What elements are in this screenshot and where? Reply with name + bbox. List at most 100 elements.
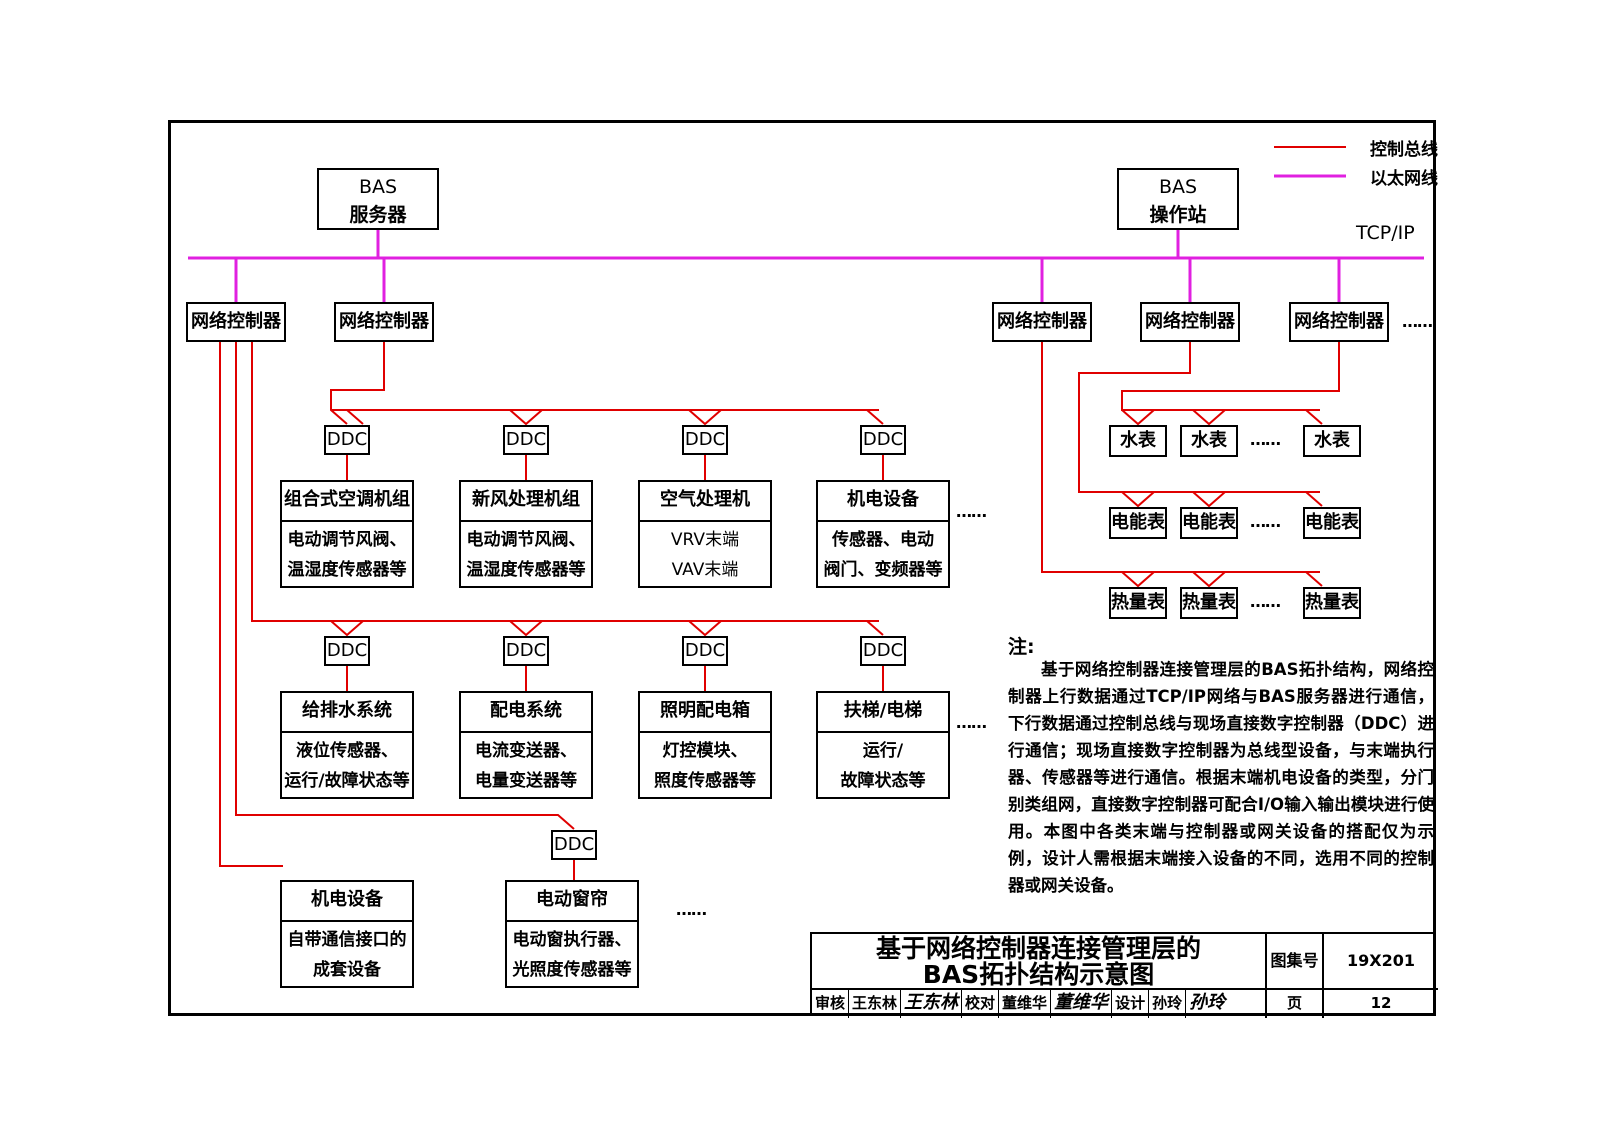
equipment-title: 组合式空调机组 xyxy=(282,482,412,522)
equipment-desc-1: 液位传感器、 xyxy=(296,741,398,761)
equipment-desc-1: 灯控模块、 xyxy=(662,741,748,761)
equipment-integrated: 机电设备 自带通信接口的成套设备 xyxy=(280,880,414,988)
ddc-row1-3: DDC xyxy=(682,425,728,455)
row2-ddc2-tap xyxy=(509,620,543,637)
equipment-desc-2: 照度传感器等 xyxy=(654,771,756,791)
bas-workstation-line1: BAS xyxy=(1158,176,1198,198)
ddc-row1-4: DDC xyxy=(860,425,906,455)
water-tap2 xyxy=(1192,409,1226,426)
power-tap2 xyxy=(1192,491,1226,508)
equipment-lighting-panel: 照明配电箱 灯控模块、照度传感器等 xyxy=(638,691,772,799)
nc2-bus-drop xyxy=(330,342,385,425)
designer-signature: 孙玲 xyxy=(1189,992,1226,1013)
drawing-frame xyxy=(168,120,1436,1016)
power-meter-bus xyxy=(1078,342,1320,493)
water-meter-2: 水表 xyxy=(1180,425,1238,457)
row1-ddc4-tap xyxy=(866,409,884,425)
checker-name: 董维华 xyxy=(1002,994,1048,1012)
design-label: 设计 xyxy=(1115,994,1146,1012)
equipment-desc-1: 自带通信接口的 xyxy=(287,930,407,950)
equipment-title: 机电设备 xyxy=(818,482,948,522)
equipment-title: 机电设备 xyxy=(282,882,412,922)
ethernet-lines xyxy=(188,174,1424,302)
row1-ddc1-tap xyxy=(346,409,364,425)
row2-ddc1-tap xyxy=(330,620,364,637)
bas-workstation-line2: 操作站 xyxy=(1149,204,1207,226)
page-label: 页 xyxy=(1267,990,1324,1018)
equipment-desc-1: 运行/ xyxy=(862,741,904,761)
network-controller-5: 网络控制器 xyxy=(1289,302,1389,342)
water-meter-bus xyxy=(1121,342,1340,411)
water-tap3 xyxy=(1305,409,1323,425)
bas-server: BAS 服务器 xyxy=(317,168,439,230)
equipment-water-supply: 给排水系统 液位传感器、运行/故障状态等 xyxy=(280,691,414,799)
power-meter-3: 电能表 xyxy=(1303,507,1361,539)
equipment-fresh-air-unit: 新风处理机组 电动调节风阀、温湿度传感器等 xyxy=(459,480,593,588)
reviewer-signature: 王东林 xyxy=(904,992,959,1013)
equipment-power-distribution: 配电系统 电流变送器、电量变送器等 xyxy=(459,691,593,799)
equipment-desc-1: 电动调节风阀、 xyxy=(287,530,407,550)
row1-ddc2-tap xyxy=(509,409,543,426)
drawing-title-line1: 基于网络控制器连接管理层的 xyxy=(875,934,1201,963)
network-controller-4: 网络控制器 xyxy=(1140,302,1240,342)
equipment-title: 照明配电箱 xyxy=(640,693,770,733)
ddc-row2-1: DDC xyxy=(324,636,370,666)
row1-more: …… xyxy=(956,502,987,521)
signature-row: 审核王东林王东林校对董维华董维华设计孙玲孙玲 xyxy=(812,990,1267,1018)
equipment-title: 电动窗帘 xyxy=(507,882,637,922)
heat-tap3 xyxy=(1305,571,1323,587)
atlas-number-label: 图集号 xyxy=(1267,934,1324,990)
equipment-desc-2: 电量变送器等 xyxy=(475,771,577,791)
equipment-escalator-elevator: 扶梯/电梯 运行/故障状态等 xyxy=(816,691,950,799)
network-controller-1: 网络控制器 xyxy=(186,302,286,342)
power-meter-more: …… xyxy=(1250,512,1281,531)
note-body: 基于网络控制器连接管理层的BAS拓扑结构，网络控制器上行数据通过TCP/IP网络… xyxy=(1008,660,1434,895)
check-label: 校对 xyxy=(965,994,996,1012)
tcp-ip-label: TCP/IP xyxy=(1356,222,1415,244)
heat-meter-1: 热量表 xyxy=(1109,587,1167,619)
curtain-bus xyxy=(235,342,575,830)
equipment-desc-1: VRV末端 xyxy=(670,530,740,550)
ddc-row1-2: DDC xyxy=(503,425,549,455)
power-tap1 xyxy=(1121,491,1155,508)
ddc-row1-1: DDC xyxy=(324,425,370,455)
equipment-title: 新风处理机组 xyxy=(461,482,591,522)
equipment-desc-2: 光照度传感器等 xyxy=(512,960,632,980)
equipment-electric-curtain: 电动窗帘 电动窗执行器、光照度传感器等 xyxy=(505,880,639,988)
note-title: 注: xyxy=(1008,636,1035,658)
heat-tap1 xyxy=(1121,571,1155,588)
equipment-title: 扶梯/电梯 xyxy=(818,693,948,733)
water-tap1 xyxy=(1121,409,1155,426)
row2-more: …… xyxy=(956,713,987,732)
ddc-curtain: DDC xyxy=(551,830,597,860)
ddc-row2-3: DDC xyxy=(682,636,728,666)
more-controllers: …… xyxy=(1402,312,1433,331)
water-meter-3: 水表 xyxy=(1303,425,1361,457)
equipment-desc-2: 成套设备 xyxy=(313,960,381,980)
bas-workstation: BAS 操作站 xyxy=(1117,168,1239,230)
bas-server-line1: BAS xyxy=(358,176,398,198)
ddc-row2-2: DDC xyxy=(503,636,549,666)
reviewer-name: 王东林 xyxy=(852,994,898,1012)
checker-signature: 董维华 xyxy=(1054,992,1109,1013)
bas-server-line2: 服务器 xyxy=(349,204,407,226)
heat-meter-3: 热量表 xyxy=(1303,587,1361,619)
page-number: 12 xyxy=(1370,994,1392,1012)
legend-ethernet-label: 以太网线 xyxy=(1370,169,1438,189)
title-block: 基于网络控制器连接管理层的 BAS拓扑结构示意图 图集号 19X201 审核王东… xyxy=(810,932,1438,1018)
power-meter-1: 电能表 xyxy=(1109,507,1167,539)
equipment-desc-2: 阀门、变频器等 xyxy=(823,560,943,580)
equipment-title: 给排水系统 xyxy=(282,693,412,733)
equipment-desc-1: 传感器、电动 xyxy=(832,530,934,550)
equipment-desc-2: 温湿度传感器等 xyxy=(287,560,407,580)
heat-meter-more: …… xyxy=(1250,592,1281,611)
equipment-desc-1: 电流变送器、 xyxy=(475,741,577,761)
row2-ddc3-tap xyxy=(688,620,722,637)
ddc-row2-4: DDC xyxy=(860,636,906,666)
integrated-equipment-bus xyxy=(219,342,283,867)
equipment-desc-1: 电动窗执行器、 xyxy=(512,930,632,950)
row3-more: …… xyxy=(676,900,707,919)
network-controller-2: 网络控制器 xyxy=(334,302,434,342)
equipment-ahu-combined: 组合式空调机组 电动调节风阀、温湿度传感器等 xyxy=(280,480,414,588)
